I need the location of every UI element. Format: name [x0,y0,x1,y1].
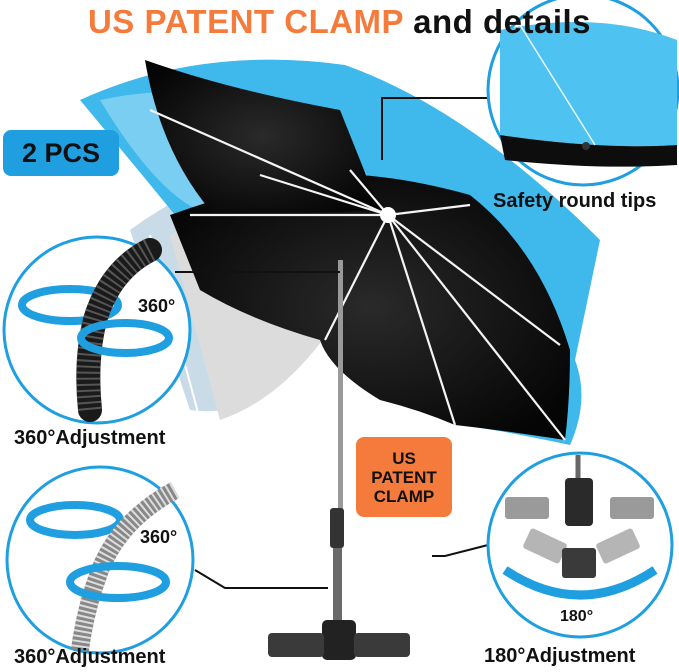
joint-degree-label: 360° [138,296,176,316]
spring-degree-label: 360° [140,527,178,547]
tips-label: Safety round tips [493,190,657,212]
callout-lines [175,97,490,589]
umbrella-pole [268,260,410,660]
spring-adjust-label: 360°Adjustment [14,646,166,668]
joint-detail-circle [2,235,192,425]
clamp-adjust-label: 180°Adjustment [484,645,636,667]
clamp-detail-circle [486,451,674,639]
patent-tag-line-2: PATENT [371,467,437,487]
patent-clamp-tag: US PATENT CLAMP [356,437,452,517]
patent-tag-line-1: US [392,448,416,468]
clamp-degree-label: 180° [560,608,594,625]
title-highlight: US PATENT CLAMP [87,3,404,40]
umbrella-canopy [80,59,600,446]
patent-tag-line-3: CLAMP [373,486,435,506]
tips-detail-circle [486,0,679,187]
quantity-badge: 2 PCS [3,130,119,176]
title-rest: and details [413,3,592,40]
page-title: US PATENT CLAMP and details [0,0,679,44]
spring-detail-circle [5,465,195,655]
joint-adjust-label: 360°Adjustment [14,427,166,449]
